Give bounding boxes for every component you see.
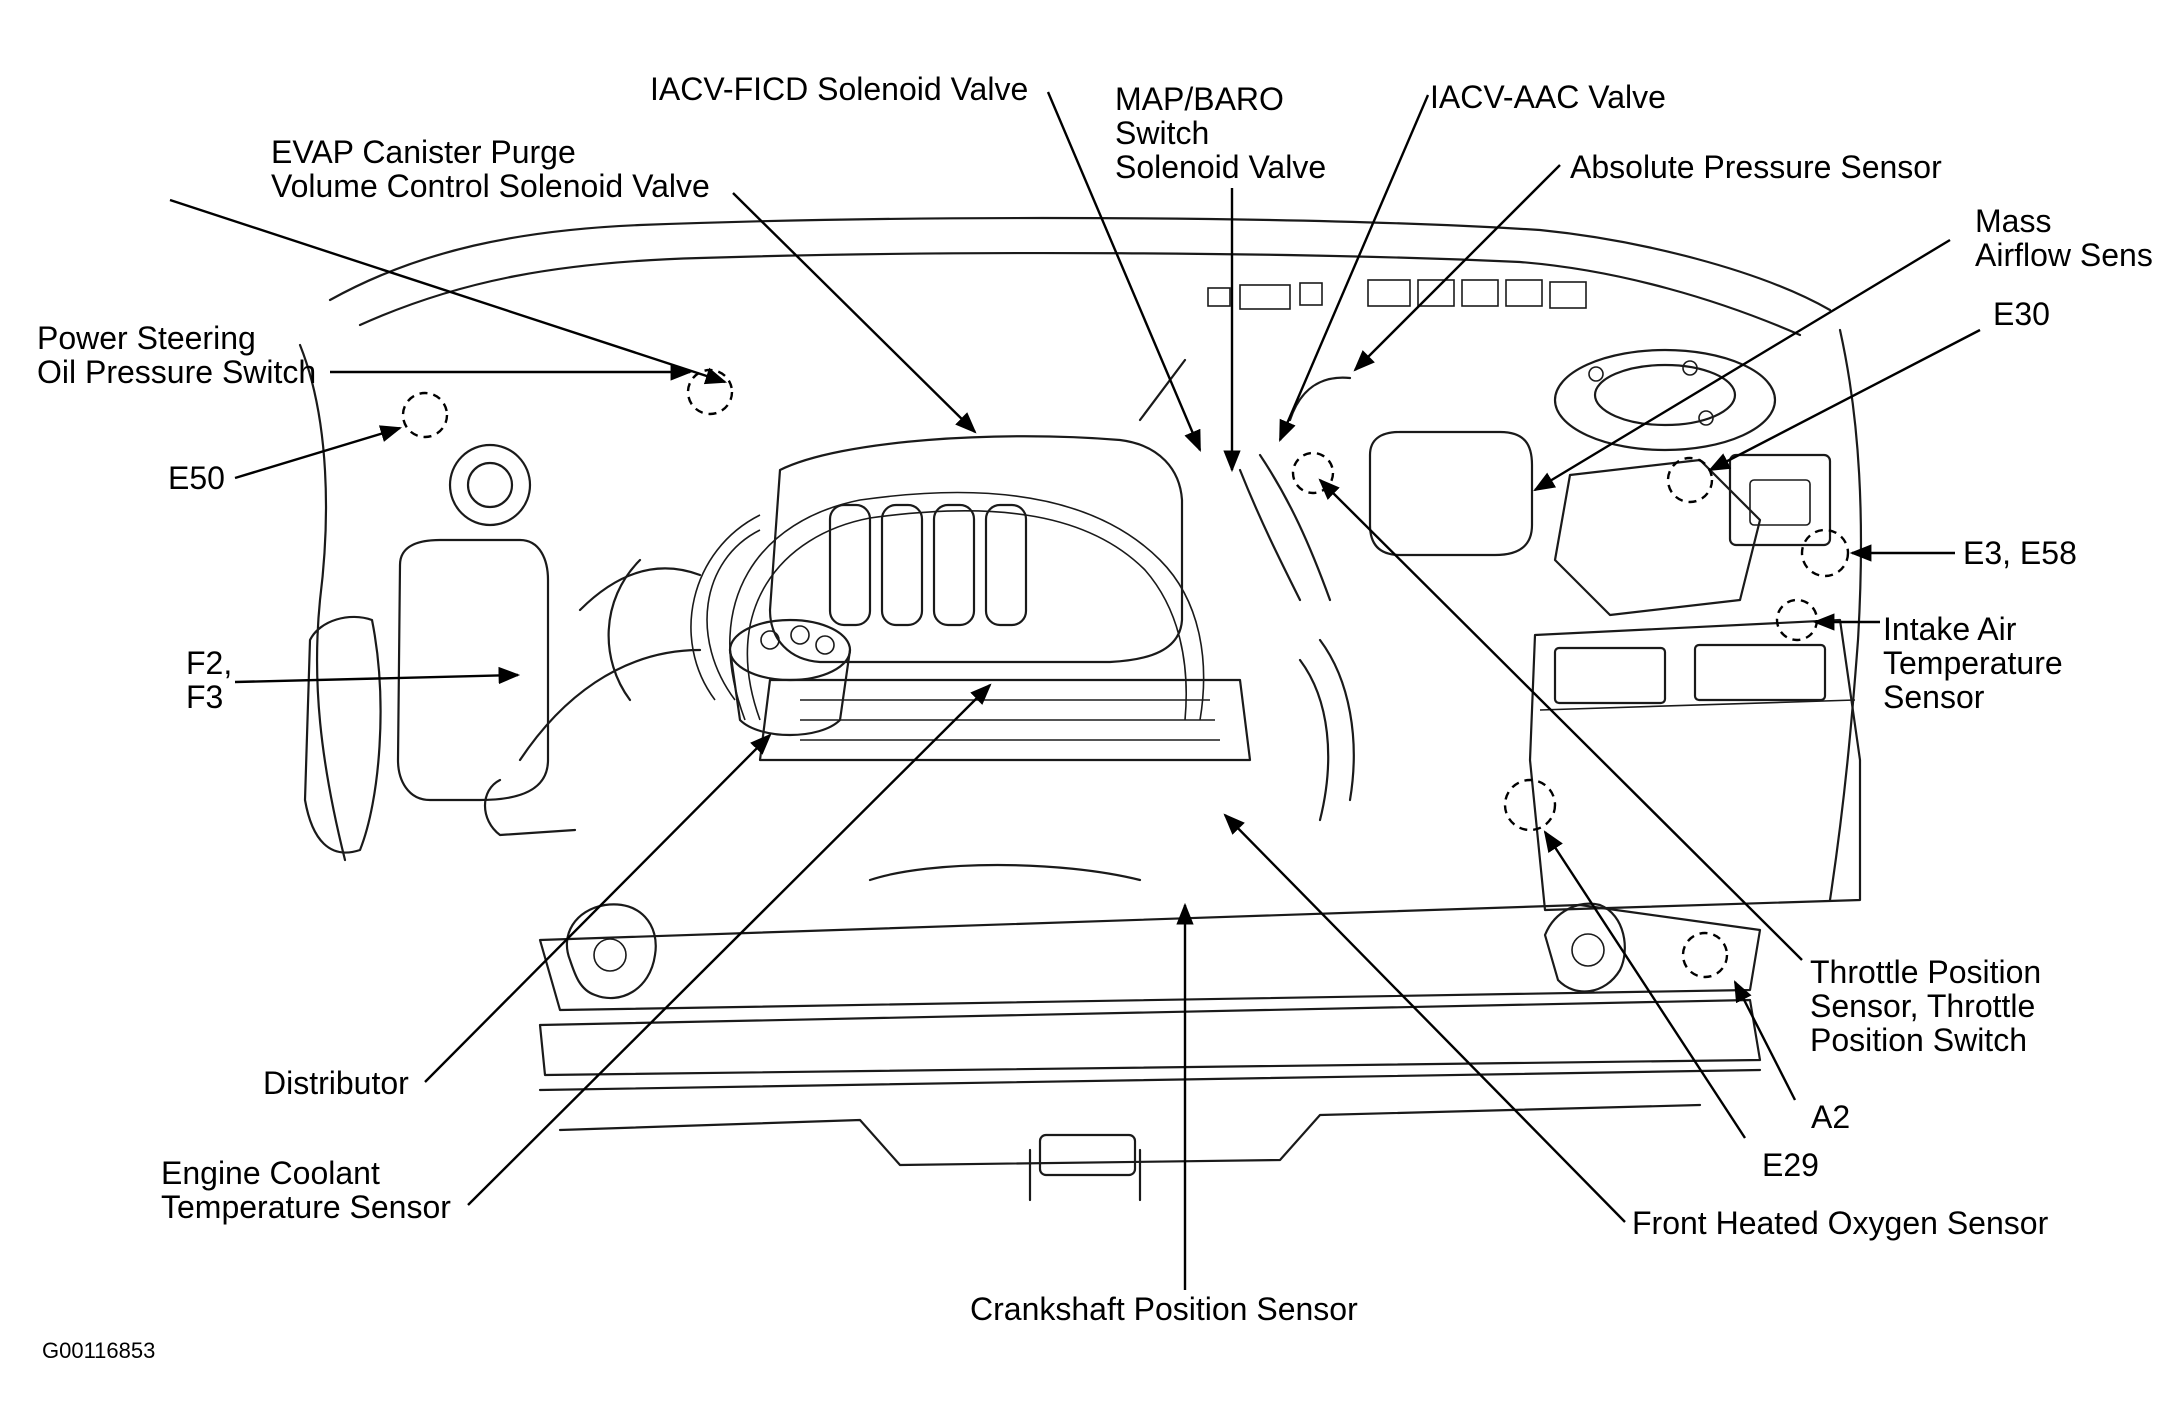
label-line: F2, [186, 645, 233, 681]
label-line: E29 [1762, 1147, 1819, 1183]
label-intake-air-temperature-sensor: Intake Air Temperature Sensor [1883, 612, 2063, 714]
strut-tower-right [1553, 348, 1777, 452]
label-line: E3, E58 [1963, 535, 2077, 571]
label-power-steering-oil-pressure-switch: Power Steering Oil Pressure Switch [37, 321, 316, 389]
battery [1528, 618, 1862, 912]
label-line: Throttle Position [1810, 954, 2042, 990]
vent-slots [1207, 279, 1587, 310]
label-line: Mass [1975, 204, 2052, 239]
label-iacv-aac-valve: IACV-AAC Valve [1430, 80, 1666, 114]
label-line: Engine Coolant [161, 1155, 380, 1191]
leader-lines [169, 91, 1981, 1290]
label-line: Position Switch [1810, 1022, 2027, 1058]
ignition-wires [690, 491, 1205, 721]
label-line: Sensor, Throttle [1810, 988, 2036, 1024]
label-engine-coolant-temperature-sensor: Engine Coolant Temperature Sensor [161, 1156, 451, 1224]
label-line: Intake Air [1883, 611, 2017, 647]
label-line: Power Steering [37, 320, 256, 356]
label-line: Absolute Pressure Sensor [1570, 149, 1942, 185]
label-f2-f3: F2, F3 [186, 646, 232, 714]
label-e50: E50 [168, 461, 225, 495]
label-line: Temperature Sensor [161, 1189, 451, 1225]
intake-plenum [758, 435, 1252, 762]
label-line: MAP/BARO [1115, 81, 1284, 117]
figure-id-text: G00116853 [42, 1338, 156, 1363]
label-line: Solenoid Valve [1115, 149, 1327, 185]
label-line: IACV-AAC Valve [1430, 79, 1666, 115]
hood-outline [298, 216, 1863, 902]
figure-id: G00116853 [42, 1339, 155, 1363]
callout-circles [401, 368, 1850, 979]
label-line: Airflow Sens [1975, 237, 2153, 272]
label-e30: E30 [1993, 297, 2050, 331]
label-e29: E29 [1762, 1148, 1819, 1182]
label-line: Distributor [263, 1065, 409, 1101]
label-e3-e58: E3, E58 [1963, 536, 2077, 570]
label-crankshaft-position-sensor: Crankshaft Position Sensor [970, 1292, 1358, 1326]
label-line: E50 [168, 460, 225, 496]
label-line: Crankshaft Position Sensor [970, 1291, 1358, 1327]
label-line: Switch [1115, 115, 1210, 151]
label-throttle-position-sensor-switch: Throttle Position Sensor, Throttle Posit… [1810, 955, 2041, 1057]
label-absolute-pressure-sensor: Absolute Pressure Sensor [1570, 150, 1942, 184]
radiator-support [538, 902, 1762, 1202]
label-line: Oil Pressure Switch [37, 354, 317, 390]
label-mass-airflow-sensor: Mass Airflow Sens [1975, 204, 2164, 272]
label-line: E30 [1993, 296, 2050, 332]
distributor-cap [728, 618, 852, 736]
label-line: Temperature [1883, 645, 2063, 681]
label-line: EVAP Canister Purge [271, 134, 576, 170]
label-iacv-ficd-solenoid-valve: IACV-FICD Solenoid Valve [650, 72, 1028, 106]
hoses-and-pipes [484, 358, 1355, 882]
label-front-heated-oxygen-sensor: Front Heated Oxygen Sensor [1632, 1206, 2048, 1240]
label-line: F3 [186, 679, 224, 715]
label-line: A2 [1811, 1099, 1851, 1135]
label-line: Volume Control Solenoid Valve [271, 168, 710, 204]
label-line: Front Heated Oxygen Sensor [1632, 1205, 2049, 1241]
reservoir-left [303, 443, 550, 854]
label-a2: A2 [1811, 1100, 1850, 1134]
label-map-baro-switch-solenoid-valve: MAP/BARO Switch Solenoid Valve [1115, 82, 1326, 184]
label-distributor: Distributor [263, 1066, 409, 1100]
air-cleaner-box [1368, 430, 1832, 617]
label-line: IACV-FICD Solenoid Valve [650, 71, 1029, 107]
label-evap-canister-purge-volume-control-solenoid-valve: EVAP Canister Purge Volume Control Solen… [271, 135, 710, 203]
label-line: Sensor [1883, 679, 1985, 715]
